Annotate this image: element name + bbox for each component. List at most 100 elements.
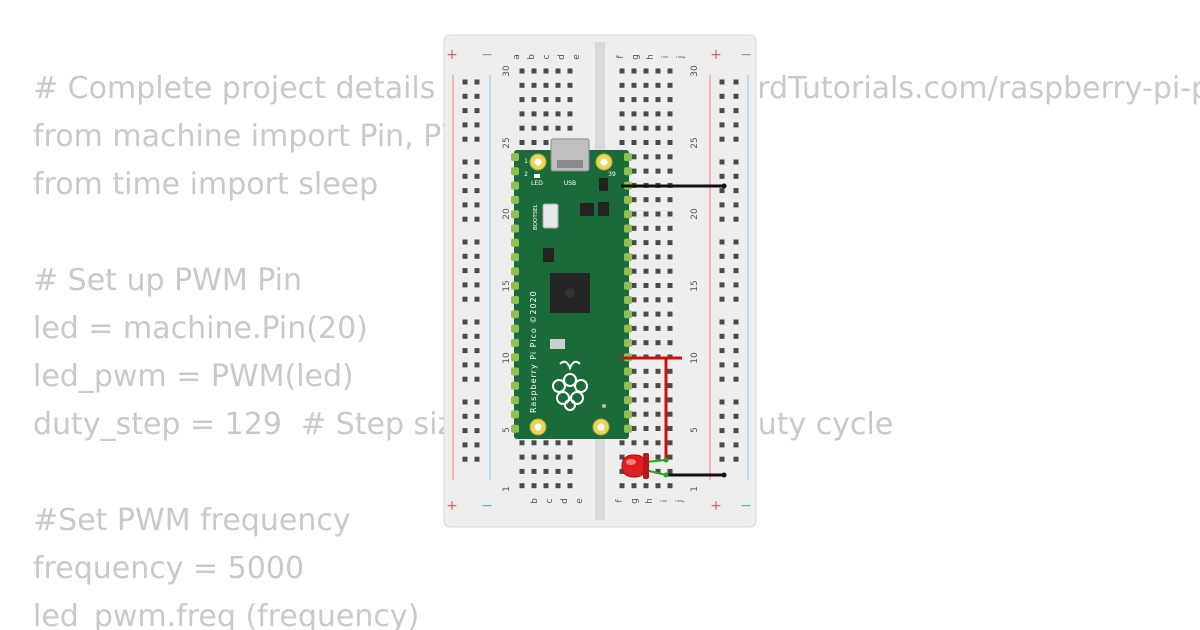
breadboard-hole	[643, 368, 649, 374]
column-letter-c-bottom: c	[545, 498, 555, 503]
breadboard-hole	[719, 159, 725, 165]
breadboard-hole	[655, 168, 661, 174]
breadboard-hole	[667, 154, 673, 160]
breadboard-hole	[733, 79, 739, 85]
column-letter-e-bottom: e	[575, 498, 585, 504]
breadboard-hole	[474, 456, 480, 462]
breadboard-hole	[543, 68, 549, 74]
pico-pin-pad-left	[511, 396, 519, 405]
breadboard-hole	[719, 333, 725, 339]
breadboard-hole	[462, 413, 468, 419]
breadboard-hole	[643, 225, 649, 231]
breadboard-hole	[643, 82, 649, 88]
breadboard-hole	[531, 440, 537, 446]
code-line-2: from machine import Pin, PWM	[33, 119, 497, 154]
breadboard-hole	[619, 454, 625, 460]
row-number-25-right: 25	[690, 137, 700, 148]
breadboard-hole	[667, 383, 673, 389]
breadboard-hole	[643, 440, 649, 446]
breadboard-hole	[474, 319, 480, 325]
breadboard-hole	[462, 216, 468, 222]
pico-pin-pad-left	[511, 410, 519, 419]
pico-pin-pad-left	[511, 224, 519, 233]
breadboard-hole	[643, 268, 649, 274]
breadboard-hole	[667, 211, 673, 217]
breadboard-hole	[631, 368, 637, 374]
breadboard-hole	[474, 136, 480, 142]
breadboard-hole	[733, 239, 739, 245]
pico-pin-pad-right	[624, 410, 632, 419]
breadboard-hole	[733, 319, 739, 325]
breadboard-hole	[543, 140, 549, 145]
breadboard-hole	[667, 283, 673, 288]
breadboard-hole	[474, 296, 480, 302]
breadboard-hole	[462, 319, 468, 325]
pico-pin-pad-left	[511, 338, 519, 347]
breadboard-hole	[462, 93, 468, 99]
breadboard-hole	[733, 253, 739, 259]
column-letter-c-top: c	[542, 54, 552, 59]
breadboard-hole	[655, 254, 661, 260]
pin-2-label: 2	[524, 171, 528, 178]
right-rail-plus-top: +	[710, 47, 722, 63]
breadboard-hole	[567, 97, 573, 103]
row-number-30-left: 30	[502, 65, 512, 77]
left-rail-plus-bottom: +	[446, 498, 458, 514]
breadboard-hole	[462, 239, 468, 245]
breadboard-hole	[555, 483, 561, 489]
breadboard-hole	[631, 411, 637, 417]
breadboard-hole	[719, 348, 725, 354]
breadboard-hole	[462, 428, 468, 434]
breadboard-hole	[655, 140, 661, 145]
breadboard-hole	[619, 468, 625, 474]
breadboard-hole	[474, 399, 480, 405]
pico-pin-pad-right	[624, 167, 632, 176]
breadboard-hole	[555, 468, 561, 474]
right-rail-minus-top: −	[740, 47, 752, 63]
column-letter-i-bottom: i	[660, 500, 670, 503]
pico-pin-pad-right	[624, 210, 632, 219]
breadboard-hole	[643, 426, 649, 431]
breadboard-hole	[655, 426, 661, 431]
pico-pin-pad-left	[511, 267, 519, 276]
breadboard-hole	[667, 111, 673, 117]
pico-pin-pad-right	[624, 267, 632, 276]
pico-pin-pad-left	[511, 424, 519, 433]
breadboard-hole	[733, 282, 739, 288]
breadboard-hole	[719, 79, 725, 85]
pico-pin-pad-left	[511, 324, 519, 333]
breadboard-hole	[667, 368, 673, 374]
breadboard-hole	[719, 282, 725, 288]
breadboard-hole	[462, 268, 468, 274]
row-number-25-left: 25	[502, 137, 512, 148]
breadboard-hole	[543, 125, 549, 131]
breadboard-hole	[655, 68, 661, 74]
breadboard-hole	[631, 268, 637, 274]
breadboard-hole	[655, 97, 661, 103]
breadboard-hole	[719, 93, 725, 99]
breadboard-hole	[655, 211, 661, 217]
column-letter-f-bottom: f	[615, 499, 625, 503]
breadboard-hole	[643, 197, 649, 203]
breadboard-hole	[531, 97, 537, 103]
breadboard-hole	[733, 413, 739, 419]
breadboard-hole	[531, 125, 537, 131]
breadboard-hole	[474, 239, 480, 245]
usb-label: USB	[564, 180, 576, 187]
breadboard-hole	[655, 340, 661, 346]
code-line-5: # Set up PWM Pin	[33, 263, 303, 298]
pico-pin-pad-right	[624, 381, 632, 390]
pico-pin-pad-right	[624, 424, 632, 433]
breadboard-hole	[462, 282, 468, 288]
breadboard-hole	[619, 97, 625, 103]
breadboard-hole	[474, 362, 480, 368]
breadboard-hole	[719, 296, 725, 302]
breadboard-hole	[733, 333, 739, 339]
row-number-15-right: 15	[690, 280, 700, 291]
breadboard-hole	[667, 82, 673, 88]
breadboard-hole	[643, 168, 649, 174]
breadboard-hole	[474, 216, 480, 222]
breadboard-hole	[519, 82, 525, 88]
breadboard-hole	[733, 268, 739, 274]
breadboard-hole	[474, 333, 480, 339]
